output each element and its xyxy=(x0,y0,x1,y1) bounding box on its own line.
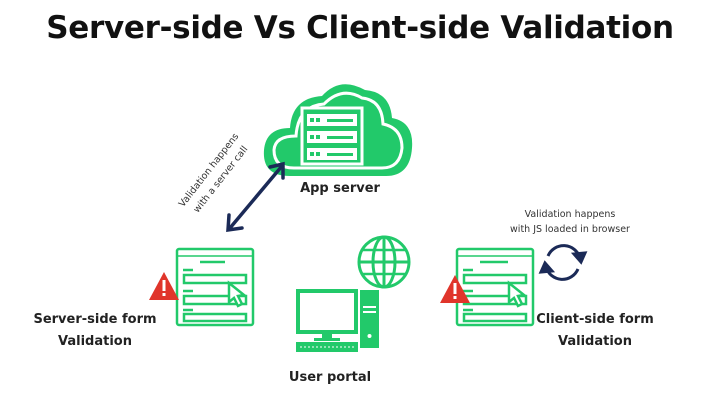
globe-icon xyxy=(357,235,411,289)
server-form-label: Server-side form Validation xyxy=(20,309,170,353)
computer-icon xyxy=(296,289,379,352)
label-line: Validation xyxy=(58,334,132,349)
label-line: Validation xyxy=(558,334,632,349)
user-portal-label: User portal xyxy=(288,370,372,385)
label-line: Client-side form xyxy=(536,312,654,327)
client-form-icon xyxy=(455,247,535,327)
client-form-label: Client-side form Validation xyxy=(520,309,670,353)
client-js-annotation: Validation happens with JS loaded in bro… xyxy=(490,207,650,237)
app-server-label: App server xyxy=(300,181,380,196)
annotation-line: with JS loaded in browser xyxy=(510,224,630,235)
cloud-server-icon xyxy=(263,84,413,176)
diagram-title: Server-side Vs Client-side Validation xyxy=(46,10,674,46)
label-line: Server-side form xyxy=(33,312,157,327)
warning-icon xyxy=(440,275,470,303)
annotation-line: Validation happens xyxy=(524,209,616,220)
sync-icon xyxy=(538,244,588,281)
double-arrow-icon xyxy=(226,161,285,233)
warning-icon xyxy=(149,272,179,300)
server-form-icon xyxy=(175,247,255,327)
